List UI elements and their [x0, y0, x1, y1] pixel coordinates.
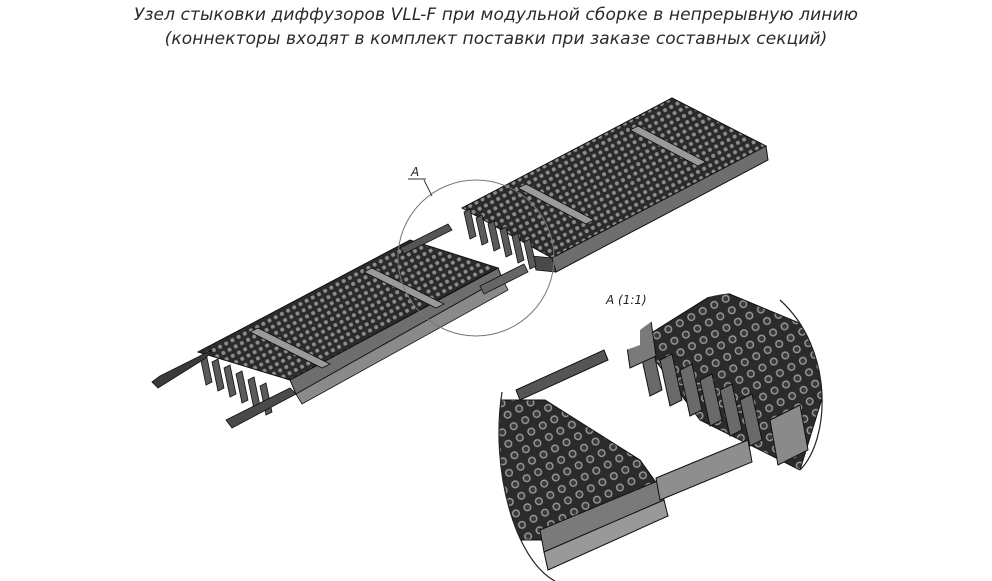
left-connector-bottom — [225, 387, 297, 429]
diagram-subtitle: (коннекторы входят в комплект поставки п… — [164, 29, 828, 49]
detail-lower-rail-under — [543, 499, 669, 571]
detail-view-a: A (1:1) — [498, 292, 823, 581]
detail-label: A (1:1) — [605, 293, 647, 307]
detail-outline-left — [498, 391, 556, 581]
callout-circle — [397, 179, 555, 337]
detail-end-profile — [769, 404, 809, 466]
connector-bar-lower — [479, 263, 529, 295]
diagram-title: Узел стыковки диффузоров VLL-F при модул… — [133, 5, 859, 25]
left-rail-lower — [295, 277, 509, 405]
detail-outline-right — [779, 299, 823, 471]
detail-connector-lower — [655, 439, 753, 501]
right-crossbar-1 — [517, 183, 595, 225]
right-crossbar-2 — [629, 125, 707, 167]
left-crossbar-1 — [249, 327, 331, 369]
connector-bar-upper — [399, 223, 453, 255]
left-connector-top — [151, 349, 213, 389]
detail-connector-upper — [515, 349, 609, 401]
right-fins — [463, 208, 537, 270]
right-diffuser-section — [460, 97, 769, 273]
callout-label: A — [410, 165, 419, 179]
left-diffuser-section — [151, 223, 529, 429]
callout-a: A — [397, 165, 555, 337]
callout-leader — [423, 179, 433, 197]
